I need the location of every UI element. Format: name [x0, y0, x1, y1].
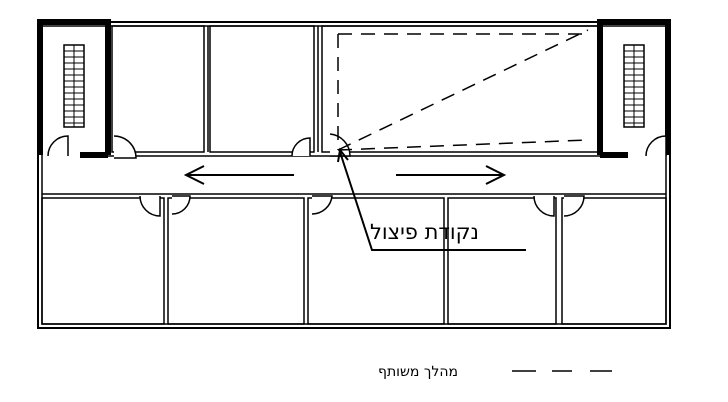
upper-rooms — [108, 25, 600, 157]
legend-label: מהלך משותף — [378, 364, 458, 380]
room-lower-1 — [41, 197, 165, 325]
room-lower-3 — [307, 197, 445, 325]
building-outline — [37, 21, 671, 329]
room-upper-3 — [321, 25, 599, 153]
room-lower-4 — [447, 197, 557, 325]
direction-arrows — [183, 165, 507, 185]
room-upper-1 — [111, 25, 205, 153]
leader-arrowhead — [337, 147, 349, 163]
outer-wall-inner — [41, 25, 667, 325]
path-diagonal-short — [337, 139, 589, 151]
path-diagonal-long — [337, 29, 589, 151]
outer-wall — [37, 21, 671, 329]
stair-left — [37, 19, 111, 158]
leader-line — [339, 151, 526, 251]
room-upper-2 — [209, 25, 315, 153]
split-point-leader — [337, 147, 526, 251]
split-point-label: נקודת פיצול — [370, 220, 479, 244]
shared-path-lines — [337, 29, 589, 151]
room-lower-2 — [167, 197, 305, 325]
room-lower-5 — [561, 197, 667, 325]
door-swings — [47, 133, 667, 217]
stair-treads — [64, 50, 644, 124]
stair-right — [597, 19, 671, 158]
